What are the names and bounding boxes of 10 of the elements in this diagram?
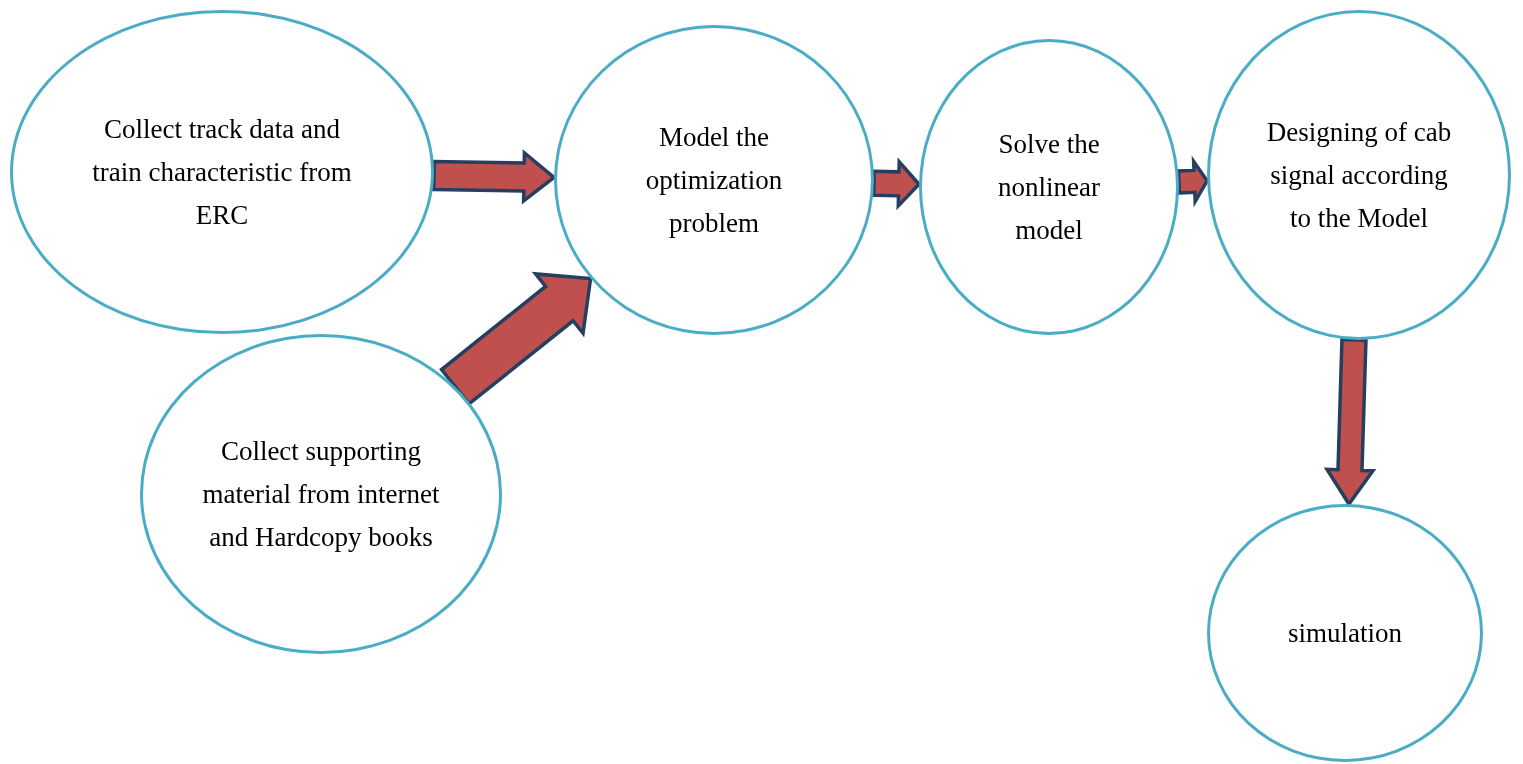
block-arrow xyxy=(871,157,922,211)
node-text: Collect track data and train characteristic from ERC xyxy=(91,112,353,232)
block-arrow xyxy=(439,271,593,407)
block-arrow xyxy=(1176,155,1210,208)
block-arrow xyxy=(431,149,557,205)
node-text: Model the optimization problem xyxy=(644,120,784,240)
node-text: Collect supporting material from internet and Hardcopy books xyxy=(201,434,441,554)
node-text: simulation xyxy=(1287,616,1403,650)
node-text: Designing of cab signal according to the Model xyxy=(1265,115,1453,235)
node-text: Solve the nonlinear model xyxy=(997,127,1101,247)
